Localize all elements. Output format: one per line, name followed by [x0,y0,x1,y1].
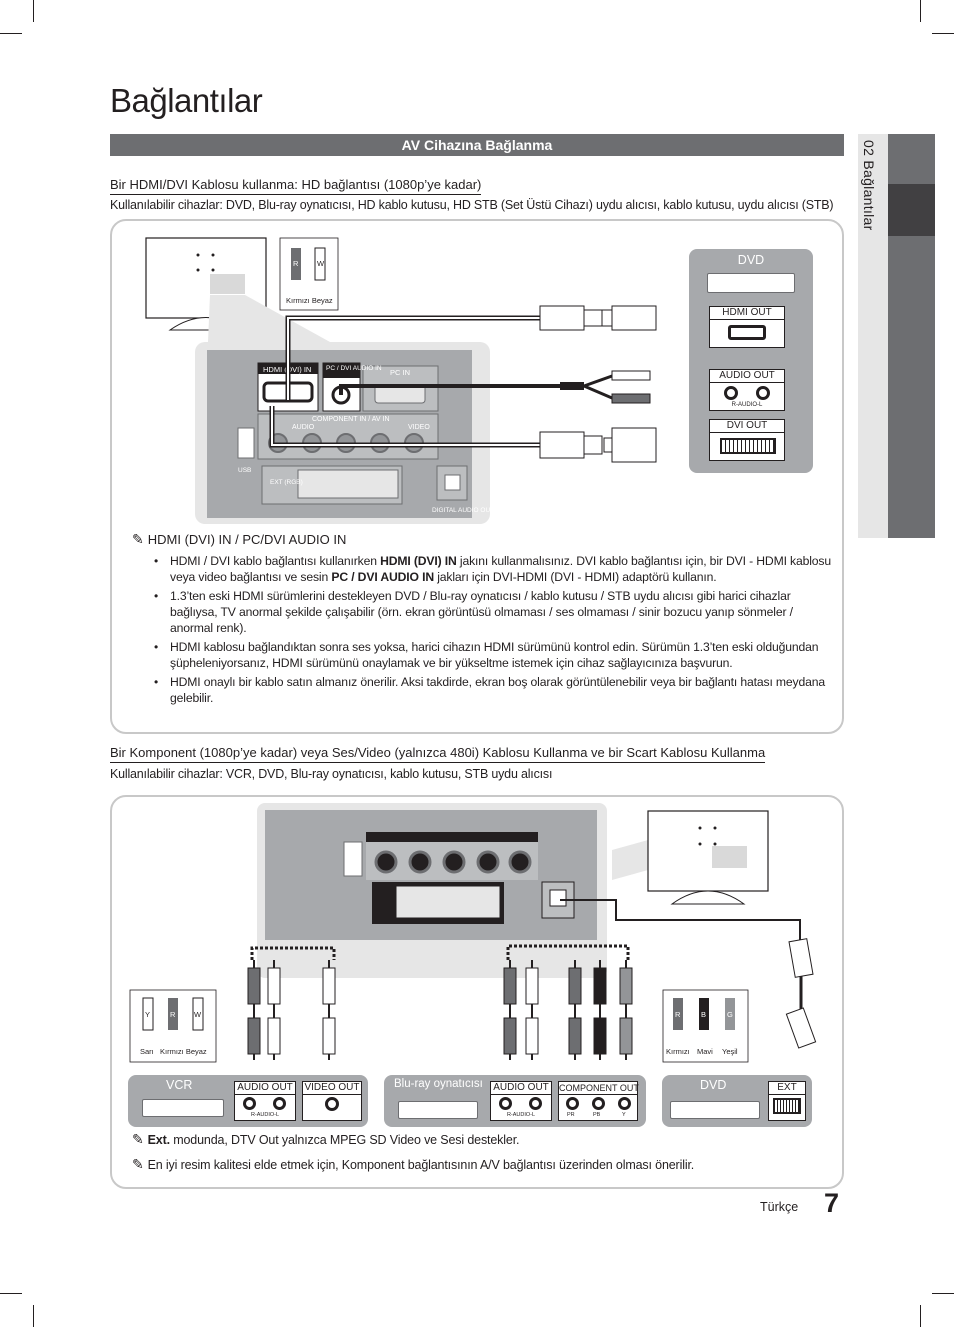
dvd2-title: DVD [700,1078,726,1092]
bluray-audio-out-port: AUDIO OUT R-AUDIO-L [490,1081,552,1121]
bluray-device-box: Blu-ray oynatıcısı AUDIO OUT R-AUDIO-L C… [384,1075,646,1127]
dvd2-device-box: DVD EXT [662,1075,812,1127]
bluray-title: Blu-ray oynatıcısı [394,1078,483,1090]
footer-language: Türkçe [760,1200,798,1214]
dvd-player-icon [670,1101,760,1119]
vcr-video-out-port: VIDEO OUT [302,1081,362,1121]
rca-jack-icon [756,386,770,400]
pencil-icon: ✎ [132,532,144,548]
vcr-title: VCR [166,1078,192,1092]
rca-jack-icon [325,1097,339,1111]
list-item: HDMI onaylı bir kablo satın almanız öner… [154,674,834,707]
hdmi-out-port: HDMI OUT [709,306,785,348]
chapter-side-tab: 02 Bağlantılar [858,134,935,538]
crop-mark [33,0,34,22]
list-item: 1.3’ten eski HDMI sürümlerini destekleye… [154,588,834,637]
crop-mark [920,0,921,22]
page-number: 7 [824,1188,839,1219]
rca-jack-icon [566,1097,579,1110]
hdmi-available-devices: Kullanılabilir cihazlar: DVD, Blu-ray oy… [110,198,833,212]
dvd-player-icon [707,273,795,293]
crop-mark [0,33,22,34]
section-title-bar: AV Cihazına Bağlanma [110,134,844,156]
list-item: HDMI kablosu bağlandıktan sonra ses yoks… [154,639,834,672]
vcr-device-box: VCR AUDIO OUT R-AUDIO-L VIDEO OUT [128,1075,368,1127]
crop-mark [0,1293,22,1294]
crop-mark [932,33,954,34]
ext-scart-port: EXT [768,1081,806,1121]
audio-out-port: AUDIO OUT R-AUDIO-L [709,369,785,411]
chapter-label: 02 Bağlantılar [861,140,877,231]
scart-port-icon [773,1098,801,1114]
component-section-heading: Bir Komponent (1080p’ye kadar) veya Ses/… [110,745,765,763]
dvi-out-port: DVI OUT [709,419,785,461]
list-item: HDMI / DVI kablo bağlantısı kullanırken … [154,553,834,586]
component-diagram-panel [110,795,844,1189]
crop-mark [33,1305,34,1327]
hdmi-notes-list: HDMI / DVI kablo bağlantısı kullanırken … [154,553,834,709]
ext-note: ✎Ext. modunda, DTV Out yalnızca MPEG SD … [132,1132,519,1148]
rca-jack-icon [724,386,738,400]
rca-jack-icon [273,1097,286,1110]
dvd-device-box: DVD HDMI OUT AUDIO OUT R-AUDIO-L DVI OUT [689,249,813,473]
bluray-component-out-port: COMPONENT OUT PR PB Y [558,1081,638,1121]
page-title: Bağlantılar [110,82,262,120]
bluray-player-icon [398,1101,478,1119]
dvd-title: DVD [689,253,813,267]
dvi-port-icon [720,438,776,454]
pencil-icon: ✎ [132,1132,144,1148]
vcr-audio-out-port: AUDIO OUT R-AUDIO-L [234,1081,296,1121]
crop-mark [932,1293,954,1294]
rca-jack-icon [592,1097,605,1110]
hdmi-port-icon [728,325,766,340]
quality-note: ✎En iyi resim kalitesi elde etmek için, … [132,1157,694,1173]
rca-jack-icon [499,1097,512,1110]
hdmi-note-heading: ✎HDMI (DVI) IN / PC/DVI AUDIO IN [132,532,346,548]
crop-mark [920,1305,921,1327]
rca-jack-icon [529,1097,542,1110]
component-available-devices: Kullanılabilir cihazlar: VCR, DVD, Blu-r… [110,767,552,781]
rca-jack-icon [243,1097,256,1110]
rca-jack-icon [618,1097,631,1110]
vcr-icon [142,1099,224,1117]
pencil-icon: ✎ [132,1157,144,1173]
hdmi-section-heading: Bir HDMI/DVI Kablosu kullanma: HD bağlan… [110,177,481,195]
